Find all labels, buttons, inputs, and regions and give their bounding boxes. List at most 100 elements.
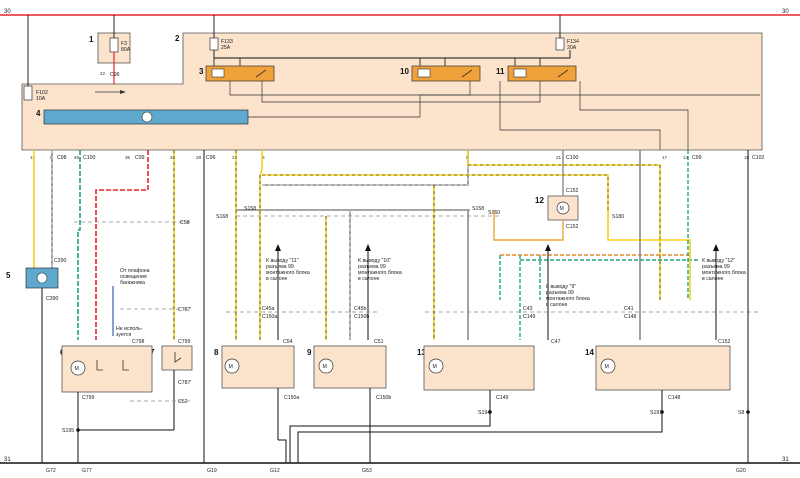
fuse-f134-symbol (555, 37, 565, 51)
connector-label: C47 (551, 339, 561, 345)
pin-number: 28 (196, 155, 202, 160)
wire (467, 150, 661, 300)
fuse-f3-symbol (109, 37, 119, 53)
motor-icon (428, 358, 444, 374)
fuse-rating: 80A (121, 47, 131, 53)
wire (213, 50, 571, 59)
component-number: 13 (417, 348, 426, 357)
connector-label: C41 (624, 306, 634, 312)
connector-label: C100 (566, 155, 579, 161)
pin-number: 3 (262, 155, 265, 160)
pin-number: 22 (100, 71, 106, 76)
module-chip-icon (36, 272, 48, 284)
ground-label: G53 (362, 468, 372, 474)
component-7-box (161, 345, 193, 371)
pin-number: 14 (683, 155, 689, 160)
fuse-name: F133 (221, 39, 233, 45)
motor-letter: M (229, 364, 233, 370)
splice-label: S195 (62, 428, 74, 434)
switch-contact (174, 352, 182, 363)
switch-contact (96, 360, 129, 371)
connector-label: C52 (178, 399, 188, 405)
connector-label: C45b (354, 306, 367, 312)
connector-label: C150b (354, 314, 369, 320)
wire (499, 255, 541, 340)
rail-label: 31 (782, 457, 789, 463)
connector-label: C787' (178, 380, 191, 386)
component-number: 11 (496, 67, 505, 76)
component-number: 14 (585, 348, 594, 357)
wire (259, 150, 263, 340)
connector-label: C99 (135, 155, 145, 161)
relay-coil (211, 68, 225, 78)
connector-label: C152 (718, 339, 731, 345)
connector-label: C58 (180, 220, 190, 226)
connector-label: C150a (284, 395, 299, 401)
connector-label: C152 (566, 224, 579, 230)
splice-label: S158 (472, 206, 484, 212)
fuse-name: F3 (121, 41, 127, 47)
arrow-up-icon (365, 244, 371, 251)
splice-label: S8 (738, 410, 744, 416)
fuse-rating: 20A (567, 45, 577, 51)
relay-contact (557, 69, 569, 78)
splice-dot (746, 410, 750, 414)
wire (95, 150, 149, 340)
connector-label: C149 (496, 395, 509, 401)
arrow-up-icon (275, 244, 281, 251)
pin-number: 18 (744, 155, 750, 160)
motor-icon (556, 201, 570, 215)
relay-contact (461, 69, 473, 78)
component-number: 1 (89, 35, 94, 44)
motor-letter: M (75, 366, 79, 372)
pin-number: 46 (74, 155, 80, 160)
ground-label: G20 (736, 468, 746, 474)
component-number: 5 (6, 271, 11, 280)
fuse-name: F102 (36, 90, 48, 96)
rail-label: 30 (4, 9, 11, 15)
fuse-f102-symbol (23, 85, 33, 101)
connector-label: C51 (374, 339, 384, 345)
rail-label: 30 (782, 9, 789, 15)
connector-label: C96 (206, 155, 216, 161)
ground-label: G12 (270, 468, 280, 474)
fuse-rating: 10A (36, 96, 46, 102)
connector-label: C149 (523, 314, 536, 320)
component-14-box (595, 345, 731, 391)
ground-label: G72 (46, 468, 56, 474)
relay-coil (513, 68, 527, 78)
connector-label: C798 (132, 339, 145, 345)
fuse-name: F134 (567, 39, 579, 45)
connector-label: C150b (376, 395, 391, 401)
mounting-block (21, 32, 763, 151)
relay-coil (417, 68, 431, 78)
component-number: 7 (150, 348, 155, 357)
component-number: 12 (535, 196, 544, 205)
splice-dot (488, 410, 492, 414)
connector-label: C45a (262, 306, 275, 312)
connector-label: C100 (83, 155, 96, 161)
connector-label: C290 (54, 258, 67, 264)
wire (607, 210, 691, 300)
splice-label: S197 (650, 410, 662, 416)
ground-label: G19 (207, 468, 217, 474)
wire (213, 58, 541, 66)
arrow-icon (120, 90, 126, 94)
pin-number: 34 (170, 155, 176, 160)
splice-label: S194 (478, 410, 490, 416)
connector-label: C148 (624, 314, 637, 320)
arrow-up-icon (545, 244, 551, 251)
component-number: 9 (307, 348, 312, 357)
rail-label: 31 (4, 457, 11, 463)
wire (278, 420, 663, 463)
motor-letter: M (433, 364, 437, 370)
wire (77, 150, 81, 340)
motor-letter: M (560, 206, 564, 212)
note-text: Не исполь-зуется (116, 326, 143, 338)
motor-letter: M (605, 364, 609, 370)
splice-dot (76, 428, 80, 432)
